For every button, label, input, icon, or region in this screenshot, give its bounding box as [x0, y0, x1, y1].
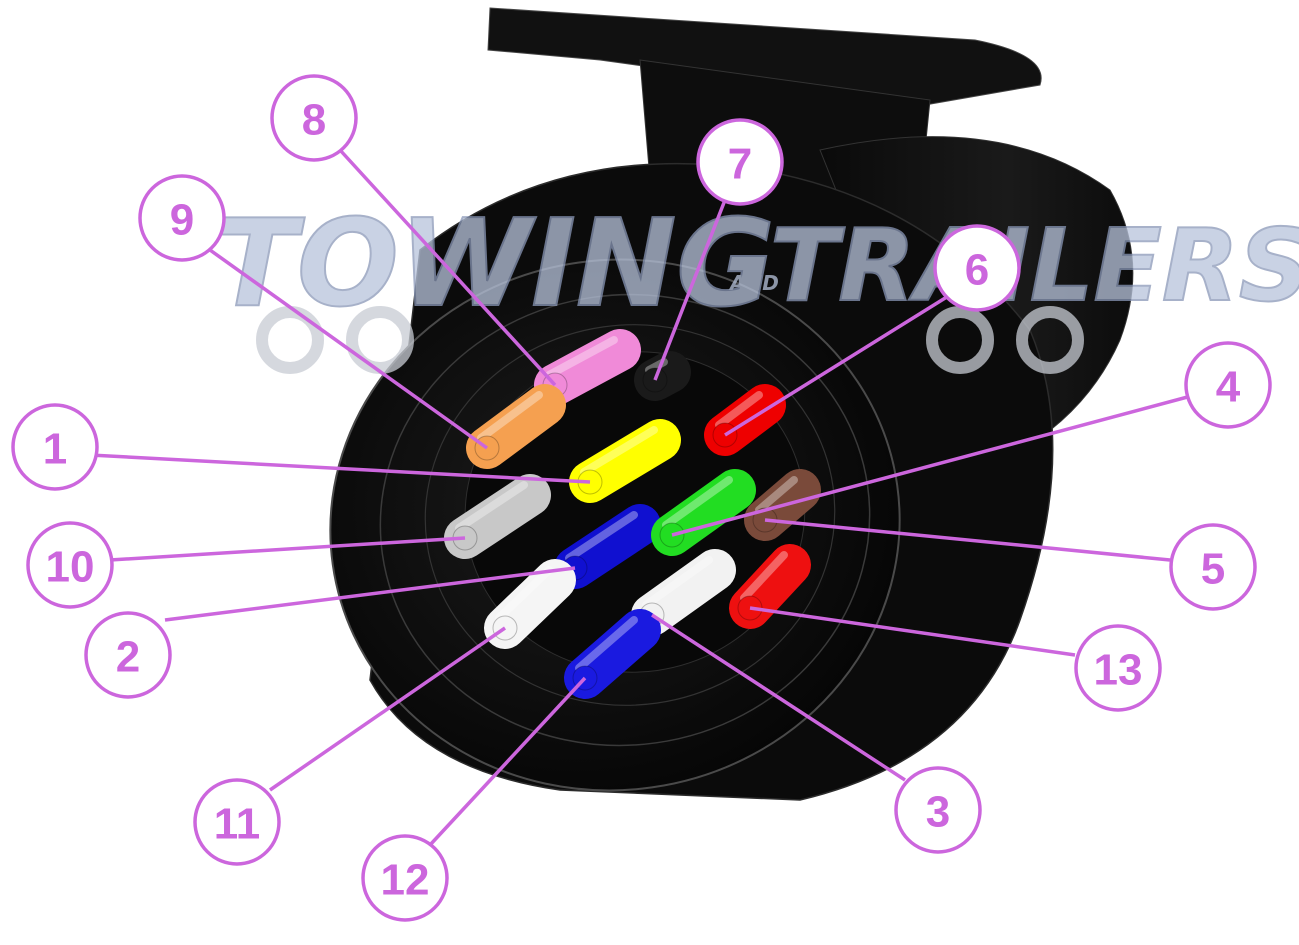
- callout-circle-12: [361, 834, 449, 922]
- leader-line-3: [651, 613, 906, 782]
- callout-circle-13: [1074, 624, 1162, 712]
- callout-number-10: 10: [46, 543, 95, 592]
- pin-2-body: [554, 504, 661, 589]
- leader-line-5: [764, 518, 1171, 562]
- pin-2-highlight: [565, 511, 638, 562]
- callout-7: 7: [696, 118, 784, 206]
- callout-number-11: 11: [214, 800, 261, 849]
- callout-number-8: 8: [302, 96, 326, 145]
- watermark-connector: AND: [728, 271, 779, 295]
- pin-1-highlight: [580, 426, 658, 476]
- leader-line-1: [89, 453, 591, 484]
- callout-1: 1: [11, 403, 99, 491]
- pin-8-highlight: [545, 336, 618, 379]
- callout-number-13: 13: [1094, 646, 1143, 695]
- callout-circle-2: [84, 611, 172, 699]
- callout-6: 6: [933, 224, 1021, 312]
- pin-10-body: [444, 474, 551, 559]
- callout-circle-7: [696, 118, 784, 206]
- callout-circle-5: [1169, 523, 1257, 611]
- leader-line-11: [269, 626, 506, 792]
- callout-number-9: 9: [170, 196, 194, 245]
- leader-lines: [89, 148, 1196, 847]
- callout-circle-6: [933, 224, 1021, 312]
- pin-11-highlight: [495, 566, 553, 622]
- callout-3: 3: [894, 766, 982, 854]
- callout-10: 10: [26, 521, 114, 609]
- leader-line-8: [338, 148, 557, 387]
- callout-number-6: 6: [965, 246, 989, 295]
- watermark: TOWING AND TRAILERS: [214, 194, 1299, 374]
- callout-11: 11: [193, 778, 281, 866]
- pin-3-body: [631, 549, 736, 636]
- leader-line-13: [749, 606, 1076, 657]
- leader-line-7: [653, 199, 727, 381]
- leader-line-10: [109, 536, 466, 562]
- pin-10-highlight: [455, 481, 528, 532]
- pin-13: [729, 544, 811, 629]
- callout-number-7: 7: [728, 140, 752, 189]
- leader-line-6: [724, 293, 951, 437]
- pin-8-body: [534, 329, 641, 406]
- callout-number-12: 12: [381, 856, 430, 905]
- pin-3-highlight: [642, 556, 713, 609]
- pin-13-highlight: [740, 551, 788, 602]
- leader-line-12: [428, 676, 587, 847]
- callout-number-5: 5: [1201, 545, 1225, 594]
- callout-12: 12: [361, 834, 449, 922]
- pin-4: [651, 469, 756, 556]
- callout-8: 8: [270, 74, 358, 162]
- pin-9-highlight: [477, 391, 543, 442]
- pin-5-highlight: [755, 476, 798, 514]
- callout-number-4: 4: [1216, 363, 1241, 412]
- callout-number-1: 1: [43, 425, 67, 474]
- callout-4: 4: [1184, 341, 1272, 429]
- callout-2: 2: [84, 611, 172, 699]
- callout-circle-9: [138, 174, 226, 262]
- pin-4-body: [651, 469, 756, 556]
- callout-9: 9: [138, 174, 226, 262]
- leader-line-4: [671, 393, 1196, 537]
- callout-5: 5: [1169, 523, 1257, 611]
- pin-1-body: [569, 419, 681, 503]
- callout-13: 13: [1074, 624, 1162, 712]
- watermark-wheel-icons: [256, 306, 1084, 374]
- callout-circle-8: [270, 74, 358, 162]
- pin-12-body: [564, 609, 661, 699]
- leader-line-2: [164, 566, 576, 622]
- callout-circle-1: [11, 403, 99, 491]
- callout-number-3: 3: [926, 788, 950, 837]
- callout-number-2: 2: [116, 633, 140, 682]
- leader-line-9: [208, 248, 489, 450]
- callout-circle-10: [26, 521, 114, 609]
- callout-circle-3: [894, 766, 982, 854]
- pin-12-highlight: [575, 616, 638, 672]
- pins-layer: [444, 329, 821, 699]
- callout-circle-4: [1184, 341, 1272, 429]
- callout-circle-11: [193, 778, 281, 866]
- pin-4-highlight: [662, 476, 733, 529]
- pin-6-highlight: [715, 391, 763, 429]
- watermark-word2: TRAILERS: [770, 207, 1299, 324]
- pin-9-body: [466, 384, 566, 469]
